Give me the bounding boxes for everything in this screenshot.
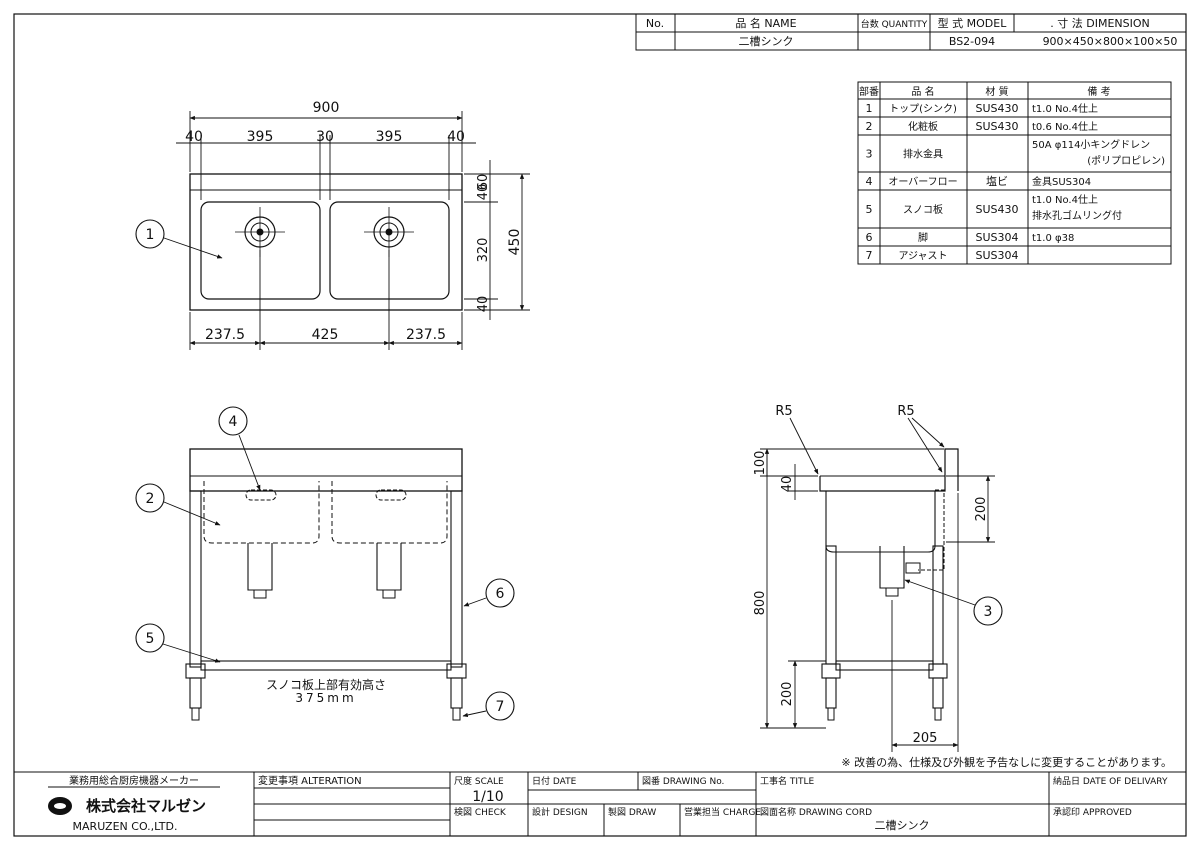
parts-row-note: 金具SUS304 [1032,175,1091,188]
front-view [135,406,515,721]
parts-table-text: 部番 品 名 材 質 備 考 1 トップ(シンク) SUS430 t1.0 No.4仕上 2 化粧… [859,85,1165,262]
design-label: 設計 DESIGN [532,806,588,818]
side-dim-205: 205 [913,731,938,746]
parts-row-material: SUS430 [975,120,1018,133]
side-r5-right: R5 [897,404,914,419]
parts-header-cell: 備 考 [1087,85,1110,98]
dim-v40-top: 40 [476,184,491,201]
callout-6: 6 [496,586,505,602]
drawing-frame [13,13,1187,837]
drawing-cord-label: 図面名称 DRAWING CORD [760,806,872,818]
callout-2: 2 [146,491,155,507]
parts-row-note: 50A φ114小キングドレン [1032,138,1150,151]
parts-row-no: 4 [866,175,873,188]
callout-1: 1 [146,227,155,243]
parts-row-name: オーバーフロー [888,176,957,188]
parts-row-note2: 排水孔ゴムリング付 [1032,209,1122,222]
shelf-note-line1: スノコ板上部有効高さ [266,677,386,692]
header-dim-label: . 寸 法 DIMENSION [1050,16,1149,30]
parts-row-note2: (ポリプロピレン) [1087,155,1165,167]
dim-450: 450 [507,229,523,256]
alteration-label: 変更事項 ALTERATION [258,774,362,787]
header-no-label: No. [646,17,664,30]
header-dim-value: 900×450×800×100×50 [1043,35,1178,48]
side-r5-left: R5 [775,404,792,419]
callout-5: 5 [146,631,155,647]
drawing-cord-value: 二槽シンク [875,819,930,832]
company-name: 株式会社マルゼン [86,797,206,815]
company-logo [48,797,72,815]
dim-v60: 60 [476,174,491,191]
side-dim-200-top: 200 [974,497,989,522]
parts-table [857,81,1172,265]
parts-row-note: t1.0 No.4仕上 [1032,102,1098,115]
approved-label: 承認印 APPROVED [1053,806,1132,818]
parts-row-name: 化粧板 [908,120,938,133]
side-dim-800: 800 [753,591,768,616]
shelf-note-line2: 375mm [295,691,356,705]
parts-row-no: 1 [866,102,873,115]
title-block [14,771,1186,836]
side-dim-40: 40 [780,476,795,493]
title-label: 工事名 TITLE [760,775,815,787]
check-label: 検図 CHECK [454,806,507,818]
header-model-value: BS2-094 [949,35,995,48]
callout-7: 7 [496,699,505,715]
dim-425: 425 [312,327,339,343]
parts-row-name: 排水金具 [903,148,943,161]
top-view [135,111,530,350]
parts-header-cell: 部番 [859,85,879,98]
parts-row-no: 2 [866,120,873,133]
scale-value: 1/10 [472,789,503,805]
parts-row-material: SUS430 [975,102,1018,115]
parts-row-name: スノコ板 [903,203,943,216]
dim-320: 320 [476,238,491,263]
scale-label: 尺度 SCALE [454,775,504,787]
company-name-en: MARUZEN CO.,LTD. [73,820,178,833]
parts-row-note: t1.0 φ38 [1032,233,1074,244]
parts-row-no: 7 [866,249,873,262]
delivery-label: 納品日 DATE OF DELIVARY [1053,775,1168,787]
side-dim-200-bottom: 200 [780,682,795,707]
dim-30: 30 [316,129,334,145]
dim-395-left: 395 [247,129,274,145]
dim-237-right: 237.5 [406,327,446,343]
date-label: 日付 DATE [532,776,577,787]
spec-change-notice: ※ 改善の為、仕様及び外観を予告なしに変更することがあります。 [841,755,1172,769]
parts-row-note: t0.6 No.4仕上 [1032,120,1098,133]
parts-row-material: SUS430 [975,203,1018,216]
company-tagline: 業務用総合厨房機器メーカー [69,774,199,787]
callout-4: 4 [229,414,238,430]
parts-row-material: SUS304 [975,231,1018,244]
header-qty-label: 台数 QUANTITY [861,18,928,30]
parts-row-material: 塩ビ [986,174,1008,188]
dim-40-right: 40 [447,129,465,145]
drawing-no-label: 図番 DRAWING No. [642,775,724,787]
header-name-value: 二槽シンク [739,35,794,48]
parts-row-no: 6 [866,231,873,244]
parts-row-name: 脚 [918,231,928,244]
parts-header-cell: 材 質 [985,85,1008,98]
parts-row-name: アジャスト [898,251,947,262]
dim-395-right: 395 [376,129,403,145]
parts-row-no: 5 [866,203,873,216]
parts-header-cell: 品 名 [911,85,934,98]
draw-label: 製図 DRAW [608,806,656,818]
dim-40-left: 40 [185,129,203,145]
header-name-label: 品 名 NAME [735,16,796,30]
dim-v40-bottom: 40 [476,296,491,313]
parts-row-material: SUS304 [975,249,1018,262]
dim-900: 900 [313,100,340,116]
charge-label: 営業担当 CHARGE [684,806,761,818]
header-table [635,13,1187,51]
parts-row-no: 3 [866,148,873,161]
dim-237-left: 237.5 [205,327,245,343]
callout-3: 3 [984,604,993,620]
header-model-label: 型 式 MODEL [938,16,1008,30]
parts-row-note: t1.0 No.4仕上 [1032,193,1098,206]
side-view [760,417,1003,752]
side-dim-100: 100 [753,451,768,476]
parts-row-name: トップ(シンク) [889,103,957,115]
